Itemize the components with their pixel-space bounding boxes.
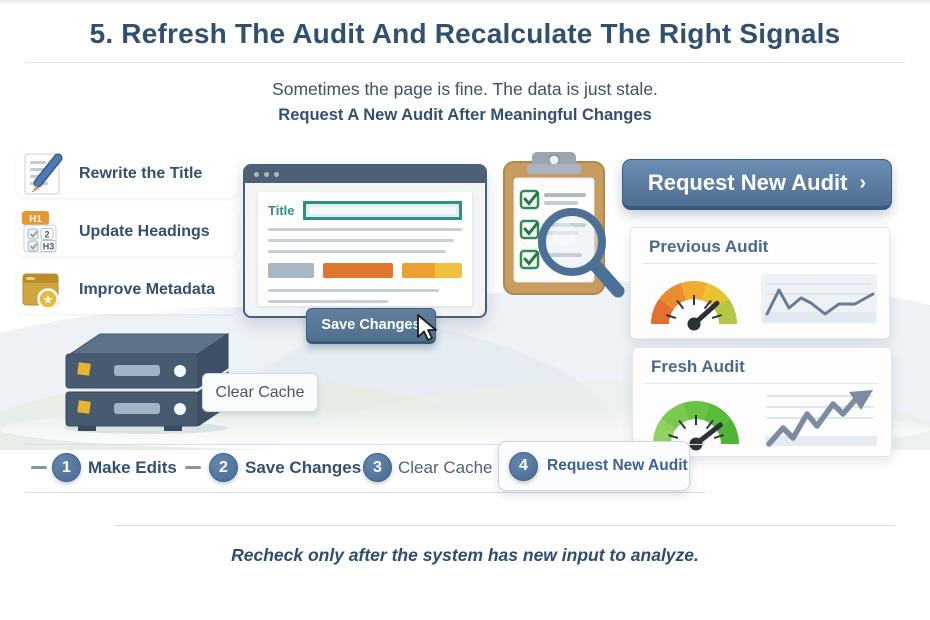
subtitle-line1: Sometimes the page is fine. The data is … bbox=[272, 79, 658, 99]
magnifier-icon bbox=[538, 208, 625, 298]
edit-action-label: Update Headings bbox=[79, 223, 210, 240]
steps-band bbox=[25, 444, 705, 493]
window-dot-icon bbox=[264, 172, 269, 177]
step-3-label: Clear Cache bbox=[398, 458, 493, 477]
svg-text:2: 2 bbox=[44, 230, 49, 240]
edit-action-label: Improve Metadata bbox=[79, 281, 216, 298]
previous-audit-card: Previous Audit bbox=[630, 227, 890, 339]
metadata-star-icon: ★ bbox=[22, 273, 59, 310]
flat-trend-chart-icon bbox=[761, 274, 877, 324]
edit-action-label: Rewrite the Title bbox=[79, 165, 203, 182]
text-line bbox=[268, 239, 455, 242]
orange-block bbox=[322, 263, 393, 278]
headings-icon: H1 2 H3 bbox=[22, 211, 57, 253]
fresh-audit-title: Fresh Audit bbox=[651, 357, 745, 376]
text-line bbox=[268, 289, 439, 292]
window-dot-icon bbox=[274, 172, 279, 177]
amber-block bbox=[401, 263, 462, 278]
previous-audit-title: Previous Audit bbox=[649, 237, 769, 256]
edit-action-rewrite-title: Rewrite the Title bbox=[16, 150, 238, 198]
svg-text:★: ★ bbox=[43, 293, 54, 307]
audit-checklist-clipboard-icon bbox=[503, 152, 605, 295]
window-dot-icon bbox=[254, 172, 259, 177]
step-1-label: Make Edits bbox=[88, 458, 177, 477]
edit-action-update-headings: H1 2 H3 Update Headings bbox=[16, 208, 238, 256]
step-4-label: Request New Audit bbox=[547, 457, 688, 474]
editor-window: Title bbox=[243, 164, 487, 318]
title-field-label: Title bbox=[268, 203, 295, 218]
step-4-highlight-card: 4 Request New Audit bbox=[498, 441, 690, 491]
step-connector bbox=[31, 466, 47, 469]
save-changes-button[interactable]: Save Changes bbox=[306, 308, 436, 344]
text-line bbox=[268, 228, 462, 231]
step-connector bbox=[185, 466, 201, 469]
step-1-circle: 1 bbox=[52, 453, 81, 482]
svg-text:H1: H1 bbox=[29, 214, 42, 225]
low-score-gauge-icon bbox=[647, 277, 741, 331]
window-titlebar bbox=[245, 166, 485, 183]
edit-action-improve-metadata: ★ Improve Metadata bbox=[16, 266, 238, 314]
page-content: Title bbox=[258, 192, 472, 306]
rising-trend-arrow-icon bbox=[765, 390, 877, 447]
text-line bbox=[268, 300, 389, 303]
page-title: 5. Refresh The Audit And Recalculate The… bbox=[89, 18, 841, 49]
title-divider bbox=[25, 62, 905, 63]
request-new-audit-label: Request New Audit bbox=[647, 170, 848, 195]
title-input[interactable] bbox=[302, 201, 462, 220]
text-line bbox=[268, 250, 447, 253]
mouse-cursor-icon bbox=[417, 314, 437, 341]
step-2-label: Save Changes bbox=[245, 458, 362, 477]
fresh-audit-card: Fresh Audit bbox=[632, 347, 892, 457]
step-3-circle: 3 bbox=[363, 453, 392, 482]
request-new-audit-button[interactable]: Request New Audit › bbox=[622, 159, 892, 210]
step-4-circle: 4 bbox=[509, 451, 538, 481]
card-divider bbox=[645, 383, 879, 384]
card-divider bbox=[643, 263, 877, 264]
svg-text:H3: H3 bbox=[43, 242, 55, 252]
chevron-right-icon: › bbox=[859, 172, 867, 194]
gray-block bbox=[268, 263, 314, 278]
top-edge-strip bbox=[0, 0, 930, 3]
clear-cache-button[interactable]: Clear Cache bbox=[202, 373, 318, 412]
footer-note: Recheck only after the system has new in… bbox=[231, 545, 699, 565]
document-pencil-icon bbox=[24, 153, 63, 195]
footer-divider bbox=[115, 525, 895, 526]
high-score-gauge-icon bbox=[649, 397, 743, 451]
subtitle-line2: Request A New Audit After Meaningful Cha… bbox=[278, 106, 652, 124]
step-2-circle: 2 bbox=[209, 453, 238, 482]
content-blocks bbox=[268, 263, 462, 278]
